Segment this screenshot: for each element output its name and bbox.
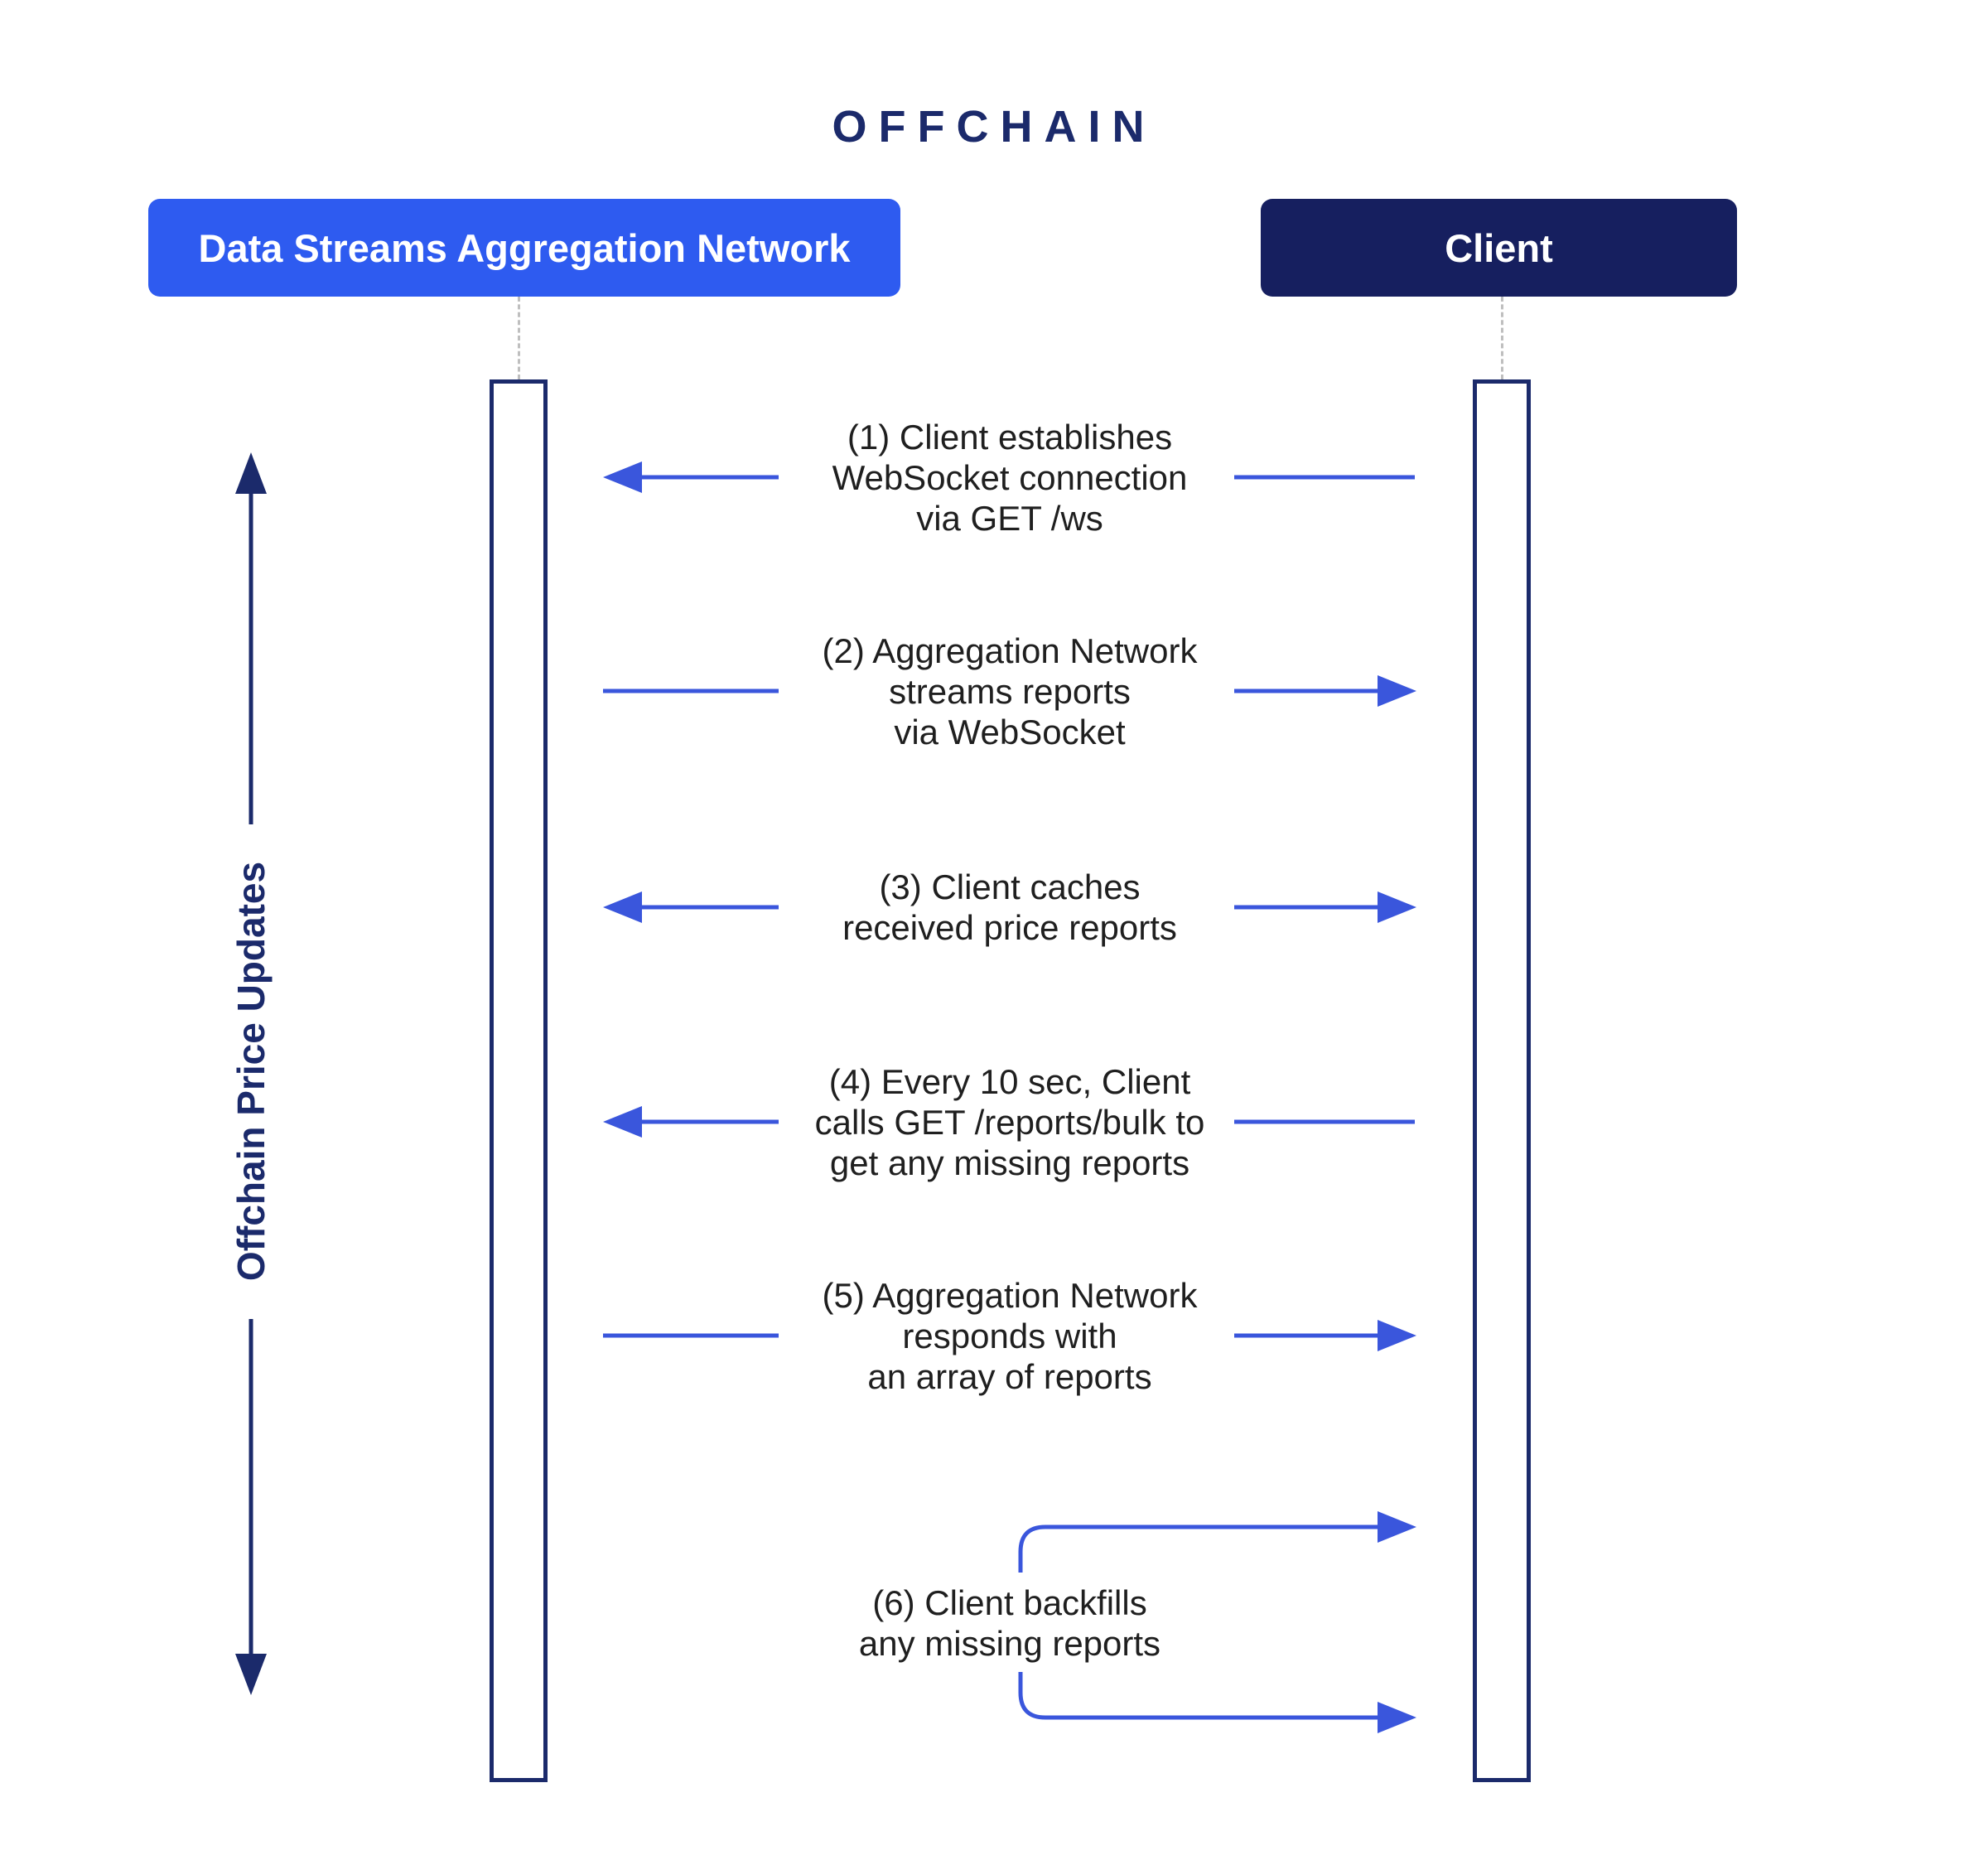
message-line: (4) Every 10 sec, Client (828, 1062, 1191, 1101)
message-3-text: (3) Client caches received price reports (695, 867, 1325, 948)
message-line: (5) Aggregation Network (822, 1276, 1198, 1315)
message-1-text: (1) Client establishes WebSocket connect… (695, 417, 1325, 539)
message-line: an array of reports (867, 1357, 1152, 1396)
message-line: (1) Client establishes (847, 418, 1173, 457)
message-6-text: (6) Client backfills any missing reports (695, 1582, 1325, 1664)
message-line: any missing reports (858, 1624, 1161, 1663)
message-line: (6) Client backfills (872, 1583, 1147, 1622)
message-line: (3) Client caches (879, 867, 1141, 906)
message-line: responds with (902, 1317, 1117, 1355)
message-line: received price reports (842, 908, 1177, 947)
actor-aggregation-network: Data Streams Aggregation Network (148, 199, 900, 297)
message-line: WebSocket connection (832, 458, 1188, 497)
actor-client: Client (1261, 199, 1737, 297)
message-5-text: (5) Aggregation Network responds with an… (695, 1275, 1325, 1397)
message-4-text: (4) Every 10 sec, Client calls GET /repo… (695, 1061, 1325, 1183)
offchain-price-updates-label: Offchain Price Updates (229, 861, 273, 1282)
message-line: get any missing reports (829, 1143, 1190, 1182)
lifeline-connector-right (1501, 297, 1503, 379)
lifeline-aggregation-network (490, 379, 548, 1782)
message-line: via WebSocket (894, 713, 1126, 751)
message-line: calls GET /reports/bulk to (814, 1103, 1205, 1142)
lifeline-client (1473, 379, 1531, 1782)
message-line: (2) Aggregation Network (822, 631, 1198, 670)
message-line: via GET /ws (916, 499, 1103, 538)
lifeline-connector-left (518, 297, 520, 379)
diagram-title: OFFCHAIN (832, 102, 1156, 152)
message-2-text: (2) Aggregation Network streams reports … (695, 631, 1325, 752)
message-line: streams reports (889, 672, 1131, 711)
